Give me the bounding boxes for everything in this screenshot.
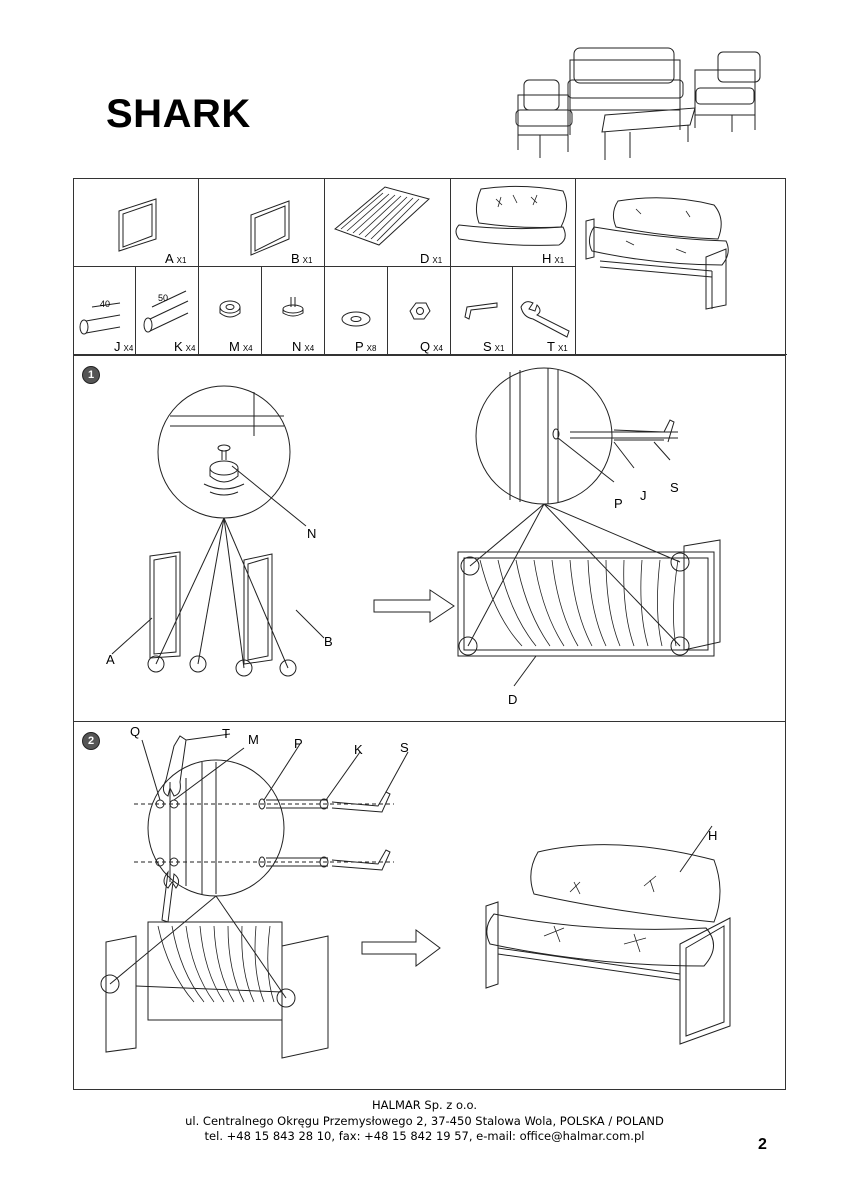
svg-text:50: 50 bbox=[158, 293, 168, 303]
bolt-40-icon: 40 bbox=[74, 299, 136, 355]
page-number: 2 bbox=[758, 1136, 767, 1153]
side-frame-b-icon bbox=[199, 179, 325, 267]
product-set-illustration bbox=[510, 40, 780, 165]
step-2-callout-k: K bbox=[354, 742, 363, 757]
slatted-seat-frame-icon bbox=[325, 179, 451, 267]
step-1-badge: 1 bbox=[82, 366, 100, 384]
step-1-callout-n: N bbox=[307, 526, 317, 541]
step-1-callout-d: D bbox=[508, 692, 518, 707]
step-1-callout-b: B bbox=[324, 634, 333, 649]
washer-icon bbox=[325, 267, 388, 355]
step-1-diagram bbox=[74, 356, 785, 721]
step-1-panel: 1 bbox=[74, 355, 785, 722]
seat-cushion-icon bbox=[451, 179, 576, 267]
step-2-callout-s: S bbox=[400, 740, 409, 755]
document-title: SHARK bbox=[106, 92, 251, 136]
step-2-diagram bbox=[74, 722, 785, 1089]
side-frame-a-icon bbox=[74, 179, 199, 267]
step-2-callout-t: T bbox=[222, 726, 230, 741]
footer-company: HALMAR Sp. z o.o. bbox=[372, 1098, 477, 1112]
assembled-sofa-icon bbox=[576, 179, 787, 355]
assembled-sofa-cell bbox=[576, 179, 787, 355]
footer-contact: tel. +48 15 843 28 10, fax: +48 15 842 1… bbox=[204, 1129, 645, 1143]
footer: HALMAR Sp. z o.o. ul. Centralnego Okręgu… bbox=[0, 1098, 849, 1145]
step-1-callout-s: S bbox=[670, 480, 679, 495]
step-2-panel: 2 bbox=[74, 722, 785, 1089]
step-1-callout-p: P bbox=[614, 496, 623, 511]
step-1-callout-a: A bbox=[106, 652, 115, 667]
footer-address: ul. Centralnego Okręgu Przemysłowego 2, … bbox=[185, 1113, 664, 1128]
step-2-callout-m: M bbox=[248, 732, 259, 747]
svg-text:40: 40 bbox=[100, 299, 110, 309]
nut-icon bbox=[199, 267, 262, 355]
hex-nut-icon bbox=[388, 267, 451, 355]
step-2-callout-q: Q bbox=[130, 724, 141, 739]
allen-key-icon bbox=[451, 267, 513, 355]
step-2-callout-p: P bbox=[294, 736, 303, 751]
bolt-50-icon: 50 bbox=[136, 267, 199, 355]
adjustable-foot-icon bbox=[262, 267, 325, 355]
step-1-callout-j: J bbox=[640, 488, 647, 503]
step-2-badge: 2 bbox=[82, 732, 100, 750]
spanner-icon bbox=[513, 267, 576, 355]
step-2-callout-h: H bbox=[708, 828, 718, 843]
